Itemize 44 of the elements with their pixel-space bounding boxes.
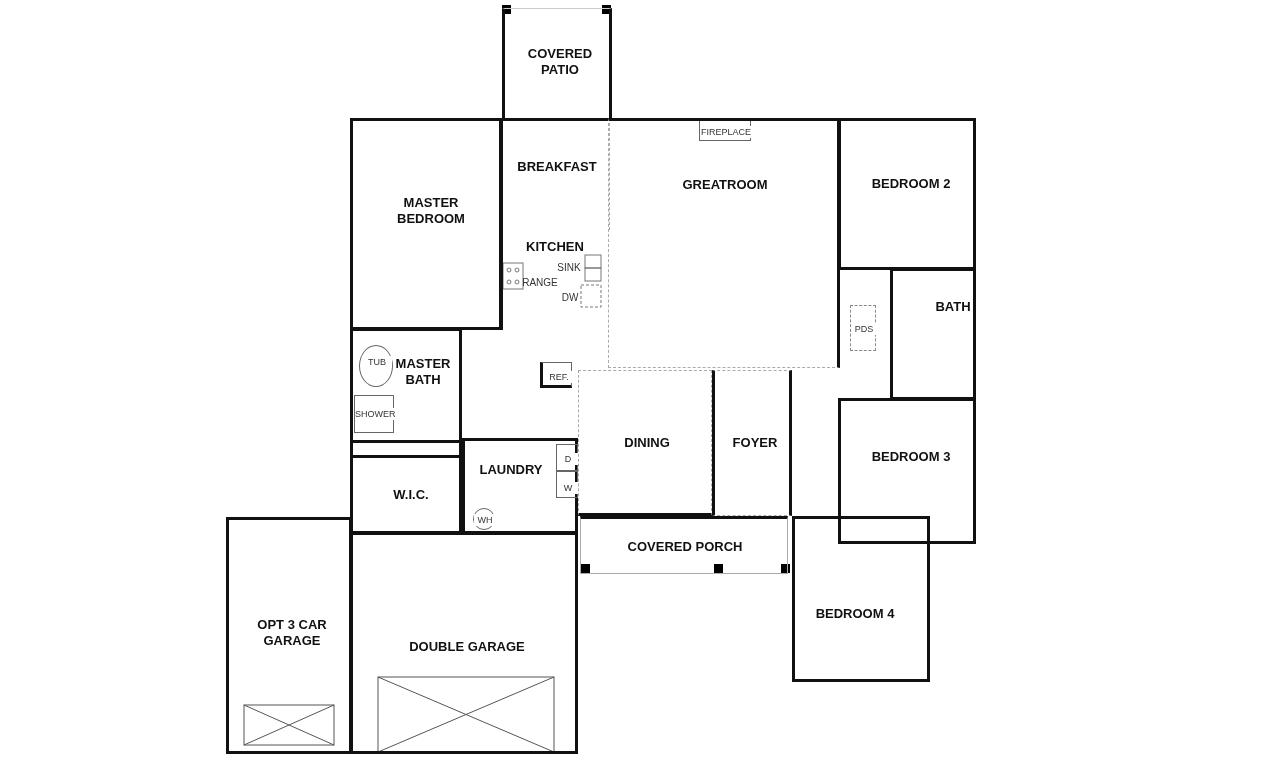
room-label: BEDROOM 2 xyxy=(870,176,952,192)
room-label: BEDROOM 4 xyxy=(814,606,896,622)
room-outline xyxy=(500,118,610,230)
storage-outline xyxy=(850,305,876,351)
room-label: GREATROOM xyxy=(681,177,769,193)
garage-outline xyxy=(226,517,352,754)
room-outline xyxy=(792,516,930,682)
room-outline xyxy=(462,438,578,534)
room-outline xyxy=(838,398,976,544)
room-outline xyxy=(890,268,976,400)
fireplace-fixture xyxy=(699,121,751,141)
room-label: MASTER BEDROOM xyxy=(396,195,466,227)
fixture-label: RANGE xyxy=(522,276,558,288)
patio-outline xyxy=(502,8,612,120)
room-label: BREAKFAST xyxy=(516,159,598,175)
room-outline xyxy=(838,118,976,270)
room-label: COVERED PORCH xyxy=(626,539,744,555)
room-label: KITCHEN xyxy=(525,239,585,255)
room-outline xyxy=(712,370,792,516)
room-label: COVERED PATIO xyxy=(526,46,594,78)
garage-outline xyxy=(350,532,578,754)
room-label: W.I.C. xyxy=(392,487,430,503)
room-label: FOYER xyxy=(731,435,779,451)
room-label: BATH xyxy=(934,299,972,315)
dryer-fixture xyxy=(556,444,578,471)
room-label: BEDROOM 3 xyxy=(870,449,952,465)
room-outline xyxy=(608,118,840,368)
porch-outline xyxy=(580,516,788,574)
washer-fixture xyxy=(556,471,578,498)
fixture-label: SHOWER xyxy=(355,408,395,420)
fixture-label: WH xyxy=(474,514,496,526)
room-label: LAUNDRY xyxy=(478,462,544,478)
room-outline xyxy=(350,440,462,534)
shower-fixture xyxy=(354,395,394,433)
room-outline xyxy=(350,328,462,458)
refrigerator-fixture xyxy=(540,362,572,388)
fixture-label: DW xyxy=(561,291,579,303)
room-label: OPT 3 CAR GARAGE xyxy=(256,617,328,649)
fixture-label: FIREPLACE xyxy=(700,126,752,138)
room-label: DINING xyxy=(623,435,671,451)
room-label: DOUBLE GARAGE xyxy=(408,639,526,655)
room-label: MASTER BATH xyxy=(394,356,452,388)
fixture-label: SINK xyxy=(557,261,581,273)
room-outline xyxy=(350,118,502,330)
